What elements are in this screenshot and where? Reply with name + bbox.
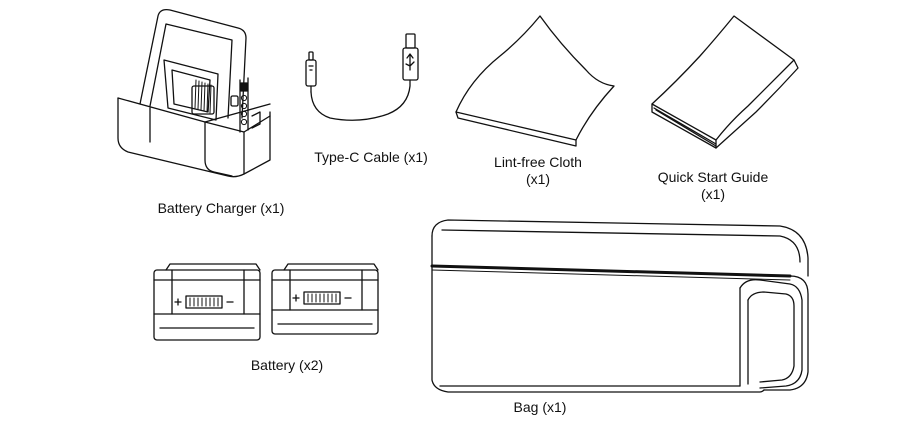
battery-1-illustration [153,263,261,341]
battery-label: Battery (x2) [250,357,324,373]
lint-free-cloth-illustration [455,15,615,147]
quick-start-guide-illustration [651,15,799,149]
bag-caption: Bag (x1) [514,399,567,416]
quick-start-guide-caption: Quick Start Guide (x1) [658,169,769,203]
bag-label: Bag (x1) [513,399,567,415]
lint-free-cloth-label: Lint-free Cloth [494,154,582,170]
bag-illustration [430,219,809,393]
quick-start-guide-label: Quick Start Guide [657,169,769,185]
lint-free-cloth-quantity: (x1) [525,171,551,187]
type-c-cable-caption: Type-C Cable (x1) [314,149,428,166]
type-c-cable-illustration [305,33,419,121]
lint-free-cloth-caption: Lint-free Cloth (x1) [494,154,582,188]
battery-2-illustration [271,263,379,335]
battery-caption: Battery (x2) [251,357,323,374]
battery-charger-caption: Battery Charger (x1) [158,200,285,217]
battery-charger-label: Battery Charger (x1) [157,200,285,216]
battery-charger-illustration [117,8,271,178]
quick-start-guide-quantity: (x1) [700,186,726,202]
type-c-cable-label: Type-C Cable (x1) [314,149,428,165]
